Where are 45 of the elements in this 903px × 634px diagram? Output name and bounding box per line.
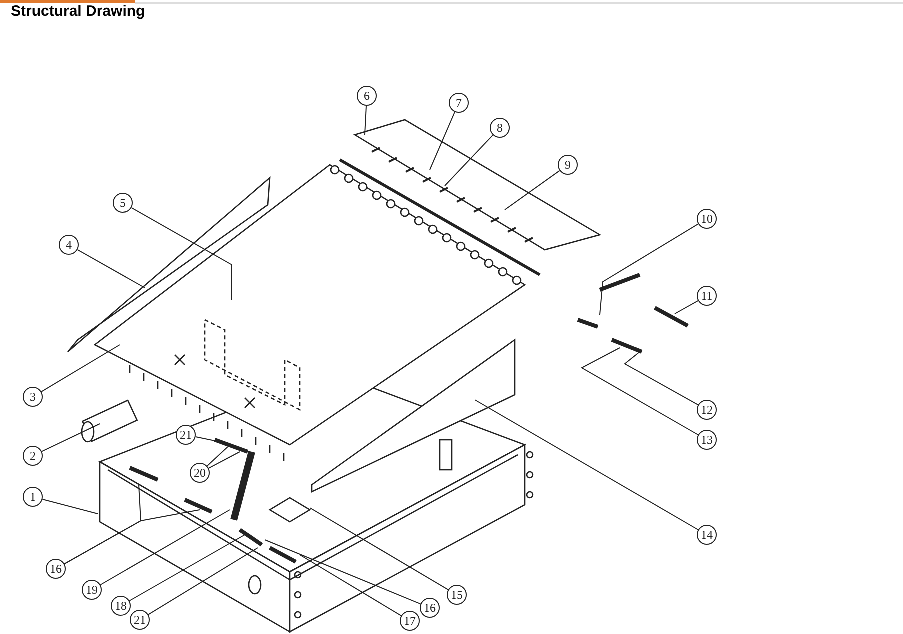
leader-line: [580, 348, 699, 436]
leader-line: [42, 499, 98, 514]
callout-number: 12: [697, 400, 717, 420]
leader-line: [41, 344, 120, 392]
leader-line: [300, 554, 402, 616]
leader-line: [430, 112, 456, 170]
leader-line: [600, 224, 699, 316]
leader-line: [310, 508, 449, 590]
leader-line: [42, 424, 100, 452]
callout-number: 13: [697, 430, 717, 450]
leader-line: [131, 207, 232, 300]
callout-number: 16: [420, 598, 440, 618]
callout-number: 15: [447, 585, 467, 605]
diagram-title: Structural Drawing: [11, 3, 146, 20]
callout-number: 18: [111, 596, 131, 616]
callout-number: 14: [697, 525, 717, 545]
leader-line: [444, 134, 494, 186]
callout-number: 19: [82, 580, 102, 600]
leader-line: [100, 510, 230, 586]
callout-number: 6: [357, 86, 377, 106]
leader-line: [77, 249, 146, 288]
callout-number: 11: [697, 286, 717, 306]
callout-number: 7: [449, 93, 469, 113]
callout-number: 3: [23, 387, 43, 407]
callout-number: 8: [490, 118, 510, 138]
callout-number: 5: [113, 193, 133, 213]
callout-number: 10: [697, 209, 717, 229]
callout-number: 4: [59, 235, 79, 255]
leader-line: [674, 300, 699, 314]
callout-number: 1: [23, 487, 43, 507]
callout-number: 21: [130, 610, 150, 630]
callout-number: 16: [46, 559, 66, 579]
leader-line: [474, 400, 699, 530]
leader-line: [624, 352, 699, 406]
leader-line: [206, 446, 228, 467]
leader-line: [364, 106, 367, 136]
callout-number: 9: [558, 155, 578, 175]
leader-line: [208, 452, 240, 469]
leader-line: [148, 548, 258, 616]
leader-line: [264, 540, 422, 605]
leader-line: [129, 534, 246, 602]
leader-line: [504, 170, 560, 210]
callout-number: 17: [400, 611, 420, 631]
callout-number: 2: [23, 446, 43, 466]
leader-line: [64, 510, 200, 565]
